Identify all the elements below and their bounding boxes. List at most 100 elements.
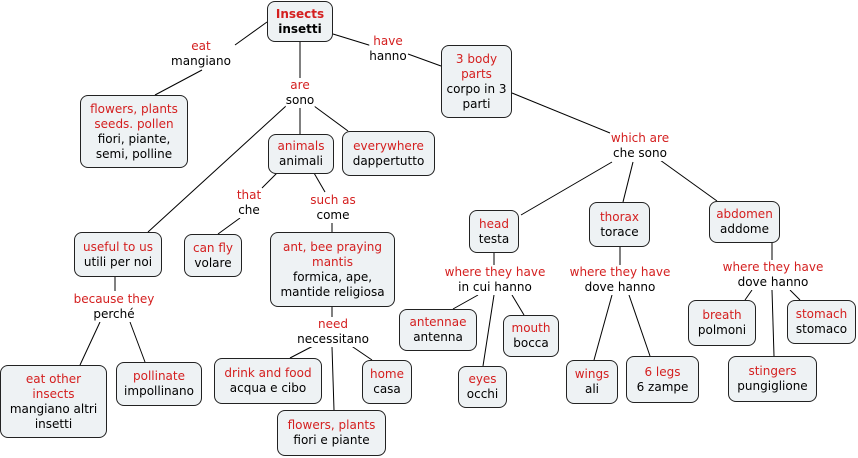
link-label-it: dove hanno [737, 275, 809, 289]
node-mouth[interactable]: mouth bocca [503, 315, 559, 357]
node-it: pungiglione [737, 379, 808, 393]
link-label-it: come [316, 208, 350, 222]
node-legs[interactable]: 6 legs 6 zampe [626, 356, 699, 403]
link-label-en: where they have [722, 260, 824, 274]
node-ant-bee[interactable]: ant, bee praying mantis formica, ape, ma… [270, 232, 395, 307]
link-label-it: sono [285, 93, 315, 107]
node-en: 3 body parts [455, 51, 498, 81]
link-label-en: because they [73, 292, 155, 306]
node-en: head [479, 216, 509, 231]
link-label-it: che sono [613, 146, 667, 160]
node-it: stomaco [795, 322, 848, 336]
node-it: casa [373, 382, 401, 396]
node-en: everywhere [353, 138, 424, 153]
node-en: pollinate [132, 369, 185, 383]
node-it: occhi [466, 387, 499, 401]
node-it: dappertutto [352, 153, 425, 168]
node-en: home [369, 367, 405, 381]
link-label-because: because they perché [73, 292, 155, 322]
node-it: volare [194, 255, 232, 270]
node-antennae[interactable]: antennae antenna [399, 309, 477, 351]
node-eat-other[interactable]: eat other insects mangiano altri insetti [0, 365, 107, 438]
node-it: fiori, piante, semi, polline [95, 131, 173, 161]
node-en: mouth [511, 321, 551, 335]
node-it: utili per noi [83, 254, 153, 269]
link-label-where-head: where they have in cui hanno [444, 265, 546, 295]
node-pollinate[interactable]: pollinate impollinano [116, 362, 202, 406]
link-label-eat: eat mangiano [171, 39, 231, 69]
link-label-en: eat [191, 39, 211, 53]
link-label-are: are sono [285, 78, 315, 108]
node-en: animals [277, 139, 325, 153]
link-label-such-as: such as come [310, 193, 356, 223]
node-en: thorax [599, 209, 640, 224]
node-en: ant, bee praying mantis [282, 239, 383, 269]
node-useful[interactable]: useful to us utili per noi [74, 232, 162, 277]
node-en: antennae [409, 315, 467, 329]
node-it: animali [278, 154, 323, 168]
link-label-en: where they have [444, 265, 546, 279]
node-home[interactable]: home casa [362, 360, 412, 404]
link-label-en: where they have [569, 265, 671, 279]
node-en: flowers, plants [287, 418, 376, 432]
link-label-it: che [238, 203, 260, 217]
link-label-which-are: which are che sono [610, 131, 670, 161]
node-en: useful to us [83, 239, 153, 254]
node-it: acqua e cibo [229, 381, 307, 395]
node-thorax[interactable]: thorax torace [589, 202, 650, 247]
node-it: formica, ape, mantide religiosa [280, 269, 385, 299]
node-eyes[interactable]: eyes occhi [458, 366, 507, 408]
node-it: insetti [278, 21, 322, 36]
node-en: flowers, plants seeds. pollen [90, 101, 178, 131]
link-label-it: dove hanno [584, 280, 656, 294]
node-it: impollinano [124, 384, 194, 398]
node-drink-food[interactable]: drink and food acqua e cibo [214, 358, 322, 404]
node-it: testa [478, 231, 510, 246]
node-en: stingers [748, 364, 797, 378]
node-flowers-plants[interactable]: flowers, plants fiori e piante [277, 410, 386, 456]
node-en: stomach [795, 307, 848, 321]
link-label-have: have hanno [369, 34, 407, 64]
link-label-it: hanno [369, 49, 407, 63]
node-stingers[interactable]: stingers pungiglione [728, 356, 817, 402]
node-en: abdomen [716, 207, 773, 221]
node-everywhere[interactable]: everywhere dappertutto [342, 131, 435, 176]
node-en: wings [574, 367, 610, 381]
link-label-en: are [290, 78, 310, 92]
node-wings[interactable]: wings ali [566, 360, 618, 404]
node-it: antenna [413, 330, 463, 344]
node-it: corpo in 3 parti [446, 81, 507, 111]
node-it: ali [584, 382, 600, 396]
node-body-parts[interactable]: 3 body parts corpo in 3 parti [441, 45, 512, 118]
link-label-that: that che [236, 188, 262, 218]
link-label-it: necessitano [297, 332, 369, 346]
node-abdomen[interactable]: abdomen addome [709, 201, 780, 243]
node-breath[interactable]: breath polmoni [688, 300, 756, 346]
node-en: eyes [468, 372, 497, 386]
node-stomach[interactable]: stomach stomaco [787, 300, 856, 344]
link-label-it: mangiano [171, 54, 231, 68]
node-it: addome [719, 222, 769, 236]
node-it: torace [600, 224, 639, 239]
link-label-need: need necessitano [297, 317, 369, 347]
link-label-en: which are [610, 131, 670, 145]
link-label-en: such as [310, 193, 356, 207]
node-it: fiori e piante [293, 433, 370, 447]
node-it: bocca [513, 336, 549, 350]
link-label-en: that [236, 188, 262, 202]
node-en: eat other insects [25, 371, 82, 401]
link-label-where-abdomen: where they have dove hanno [722, 260, 824, 290]
node-can-fly[interactable]: can fly volare [184, 234, 242, 277]
node-insects[interactable]: Insects insetti [267, 1, 333, 42]
node-head[interactable]: head testa [469, 210, 519, 253]
node-food[interactable]: flowers, plants seeds. pollen fiori, pia… [80, 95, 188, 168]
node-en: Insects [275, 6, 325, 21]
node-en: 6 legs [644, 364, 681, 379]
link-label-it: perché [93, 307, 135, 321]
node-it: polmoni [697, 323, 747, 337]
link-label-it: in cui hanno [458, 280, 532, 294]
node-animals[interactable]: animals animali [268, 134, 334, 174]
link-label-en: need [318, 317, 348, 331]
node-en: drink and food [224, 366, 312, 380]
